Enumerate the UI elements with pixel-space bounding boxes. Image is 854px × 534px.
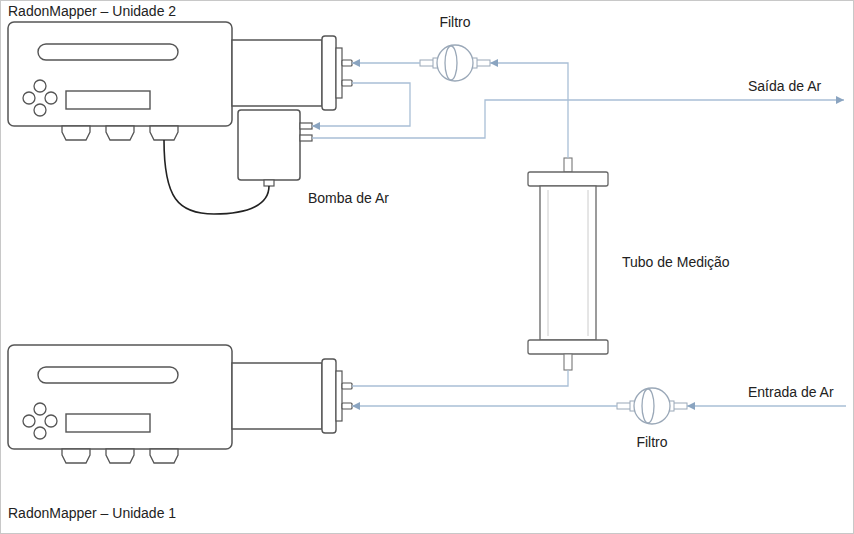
pump-unit: Bomba de Ar — [238, 110, 312, 186]
air-port-label: Saída de Ar — [748, 78, 821, 95]
device-unit: RadonMapper – Unidade 2 — [8, 3, 352, 143]
filter-bottom — [617, 388, 687, 424]
measurement-tube — [528, 158, 608, 370]
air-pump — [238, 110, 312, 186]
filter-top — [420, 45, 490, 81]
device-unit: RadonMapper – Unidade 1 — [8, 345, 352, 523]
air-port-label: Entrada de Ar — [748, 384, 834, 401]
part-label: Filtro — [439, 14, 470, 31]
part-label: RadonMapper – Unidade 1 — [8, 505, 176, 522]
part-label: Tubo de Medição — [622, 254, 730, 271]
air-tubing — [490, 63, 568, 158]
tube-unit: Tubo de Medição — [528, 158, 608, 370]
part-label: RadonMapper – Unidade 2 — [8, 3, 176, 20]
part-label: Bomba de Ar — [308, 190, 389, 207]
air-inlet-line — [687, 405, 846, 406]
air-outlet-line — [312, 100, 844, 138]
filter-unit: Filtro — [420, 14, 490, 86]
pump-cable — [164, 140, 269, 214]
filter-unit: Filtro — [617, 384, 687, 454]
part-label: Filtro — [636, 434, 667, 451]
air-tubing — [312, 83, 410, 126]
radonmapper-unit-1 — [8, 345, 352, 463]
air-tubing — [352, 62, 420, 63]
air-tubing — [352, 405, 617, 406]
air-tubing — [352, 370, 568, 386]
